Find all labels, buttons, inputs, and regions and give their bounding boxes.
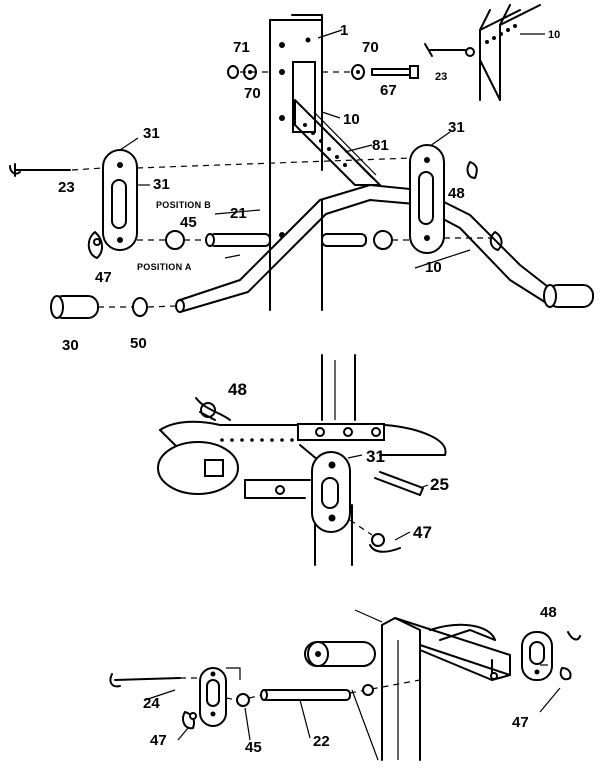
callout-22: 22 (313, 733, 330, 750)
callout-45: 45 (180, 214, 197, 231)
spacer-45-bottom (236, 693, 250, 707)
callout-24: 24 (143, 695, 160, 712)
callout-31-middle: 31 (366, 447, 385, 466)
pad-frame (157, 420, 447, 495)
inset-detail (424, 4, 545, 101)
middle-view: 48 31 25 47 (157, 354, 449, 566)
spacer-45-left (165, 230, 185, 250)
nut-71 (227, 65, 239, 79)
callout-23-left: 23 (58, 179, 75, 196)
post-slot (292, 61, 316, 133)
callout-47: 47 (95, 269, 112, 286)
callout-10-handle: 10 (425, 259, 442, 276)
clips-bottom (182, 631, 581, 730)
bolt-67 (371, 68, 411, 76)
plate-31-middle (311, 451, 351, 533)
roller-pad-bottom (304, 623, 496, 667)
plate-left-bottom (199, 667, 241, 727)
adjustment-bar (294, 99, 381, 186)
bottom-view: 48 24 47 45 22 47 (109, 604, 581, 761)
handle-bar (175, 184, 594, 313)
callout-21: 21 (230, 205, 247, 222)
callout-45-bottom: 45 (245, 739, 262, 756)
callout-81: 81 (372, 137, 389, 154)
callout-30: 30 (62, 337, 79, 354)
pin-24 (109, 673, 200, 688)
spacer-45-right (373, 230, 393, 250)
callout-47-bottom-left: 47 (150, 732, 167, 749)
leaders-top (119, 29, 471, 269)
top-hardware (227, 64, 419, 80)
callout-23-inset: 23 (435, 71, 447, 83)
caption-position-b: POSITION B (156, 200, 211, 210)
pin-21 (137, 230, 410, 250)
callout-70-left: 70 (244, 85, 261, 102)
plate-31-right (409, 144, 445, 254)
top-view: 1 71 70 70 67 10 23 10 31 31 81 31 23 48… (9, 4, 594, 354)
callouts-bottom: 48 24 47 45 22 47 (143, 604, 557, 756)
callout-10-bar: 10 (343, 111, 360, 128)
callout-67: 67 (380, 82, 397, 99)
callout-48-bottom: 48 (540, 604, 557, 621)
post-hole (279, 42, 285, 48)
cap-50 (132, 297, 148, 317)
plate-right-bottom (521, 631, 553, 681)
callout-10-inset: 10 (548, 29, 560, 41)
callout-31-left-top: 31 (143, 125, 160, 142)
clips-top (87, 161, 503, 259)
callout-71: 71 (233, 39, 250, 56)
lower-bar (244, 479, 311, 499)
pin-23-left (9, 163, 71, 177)
pin-25 (374, 471, 424, 496)
callout-70-right: 70 (362, 39, 379, 56)
grip-30 (50, 295, 176, 319)
pin-22 (225, 679, 421, 707)
callout-47-middle: 47 (413, 523, 432, 542)
square-tube-end (204, 459, 224, 477)
callout-48: 48 (448, 185, 465, 202)
clip-47-middle (349, 519, 401, 553)
callouts-top: 1 71 70 70 67 10 23 10 31 31 81 31 23 48… (58, 22, 560, 354)
callout-47-bottom-right: 47 (512, 714, 529, 731)
caption-position-a: POSITION A (137, 262, 192, 272)
callout-31-right: 31 (448, 119, 465, 136)
callout-25: 25 (430, 475, 449, 494)
callouts-middle: 48 31 25 47 (228, 380, 449, 542)
callout-31-left-side: 31 (153, 176, 170, 193)
clip-48-middle (195, 397, 231, 421)
callout-1: 1 (340, 22, 348, 39)
callout-50: 50 (130, 335, 147, 352)
callout-48-middle: 48 (228, 380, 247, 399)
roller-pad (157, 441, 239, 495)
